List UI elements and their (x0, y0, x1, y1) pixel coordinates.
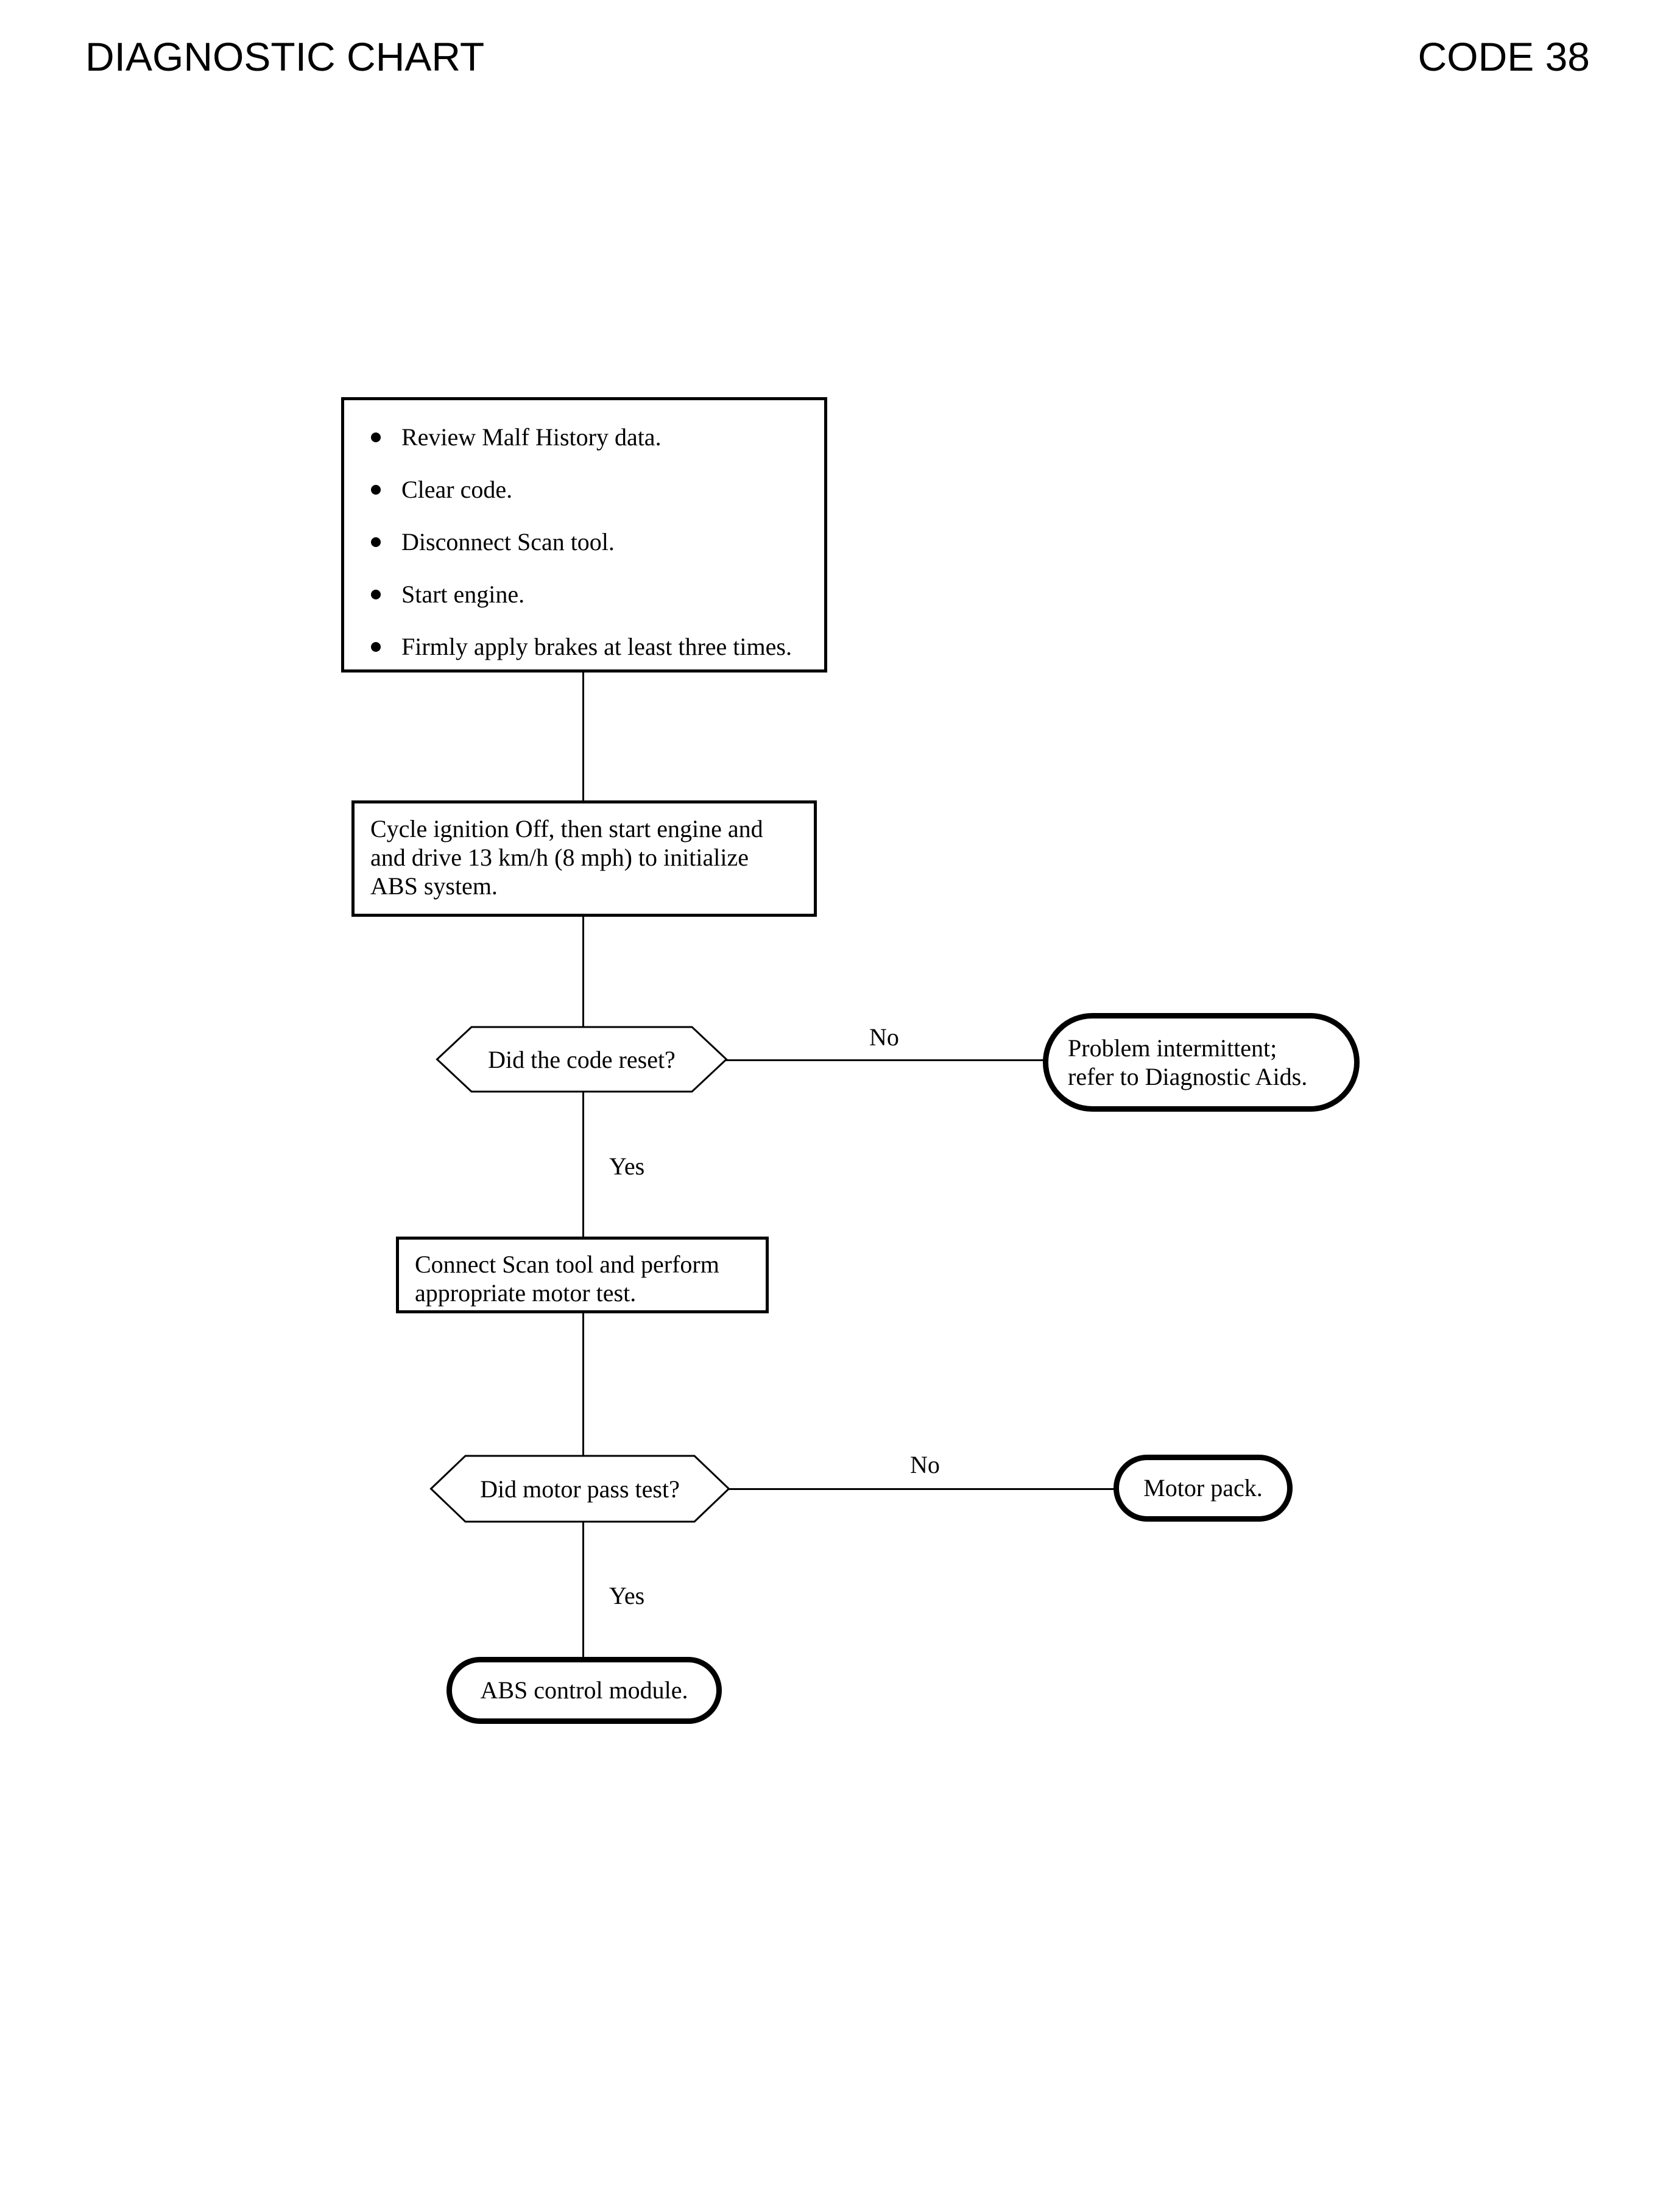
node-scan-tool-test: Connect Scan tool and perform appropriat… (396, 1237, 769, 1313)
list-item-label: Firmly apply brakes at least three times… (401, 633, 792, 660)
list-item: Firmly apply brakes at least three times… (360, 621, 816, 673)
node-motor-test-decision-text: Did motor pass test? (480, 1475, 680, 1503)
node-ignition-cycle-text: Cycle ignition Off, then start engine an… (370, 815, 763, 900)
node-ignition-cycle: Cycle ignition Off, then start engine an… (351, 800, 817, 917)
page-title: DIAGNOSTIC CHART (85, 34, 485, 79)
node-abs-control-module-text: ABS control module. (480, 1676, 688, 1704)
connector-motor-test-no-to-motor-pack (727, 1488, 1117, 1490)
connector-code-reset-no-to-intermittent (725, 1059, 1048, 1061)
branch-label-motor-test-no: No (910, 1451, 940, 1478)
list-item-label: Review Malf History data. (401, 423, 662, 451)
branch-label-code-reset-no: No (869, 1023, 899, 1051)
node-review-steps: Review Malf History data. Clear code. Di… (341, 397, 827, 673)
connector-review-to-ignition (582, 672, 584, 801)
list-item-label: Start engine. (401, 581, 525, 608)
connector-ignition-to-code-reset (582, 916, 584, 1027)
list-item: Review Malf History data. (360, 411, 816, 464)
node-motor-pack-text: Motor pack. (1143, 1474, 1263, 1502)
node-problem-intermittent-text: Problem intermittent; refer to Diagnosti… (1068, 1034, 1308, 1090)
node-scan-tool-test-text: Connect Scan tool and perform appropriat… (415, 1251, 719, 1307)
bullet-icon (371, 485, 381, 495)
node-code-reset-decision-text: Did the code reset? (488, 1045, 676, 1073)
node-problem-intermittent: Problem intermittent; refer to Diagnosti… (1043, 1013, 1360, 1112)
bullet-icon (371, 432, 381, 442)
connector-code-reset-yes-to-scan (582, 1091, 584, 1237)
bullet-icon (371, 537, 381, 547)
list-item-label: Clear code. (401, 476, 513, 503)
node-abs-control-module: ABS control module. (446, 1657, 722, 1724)
code-number: CODE 38 (1417, 34, 1590, 79)
connector-scan-to-motor-test (582, 1313, 584, 1455)
review-steps-list: Review Malf History data. Clear code. Di… (360, 411, 816, 673)
node-motor-test-decision: Did motor pass test? (429, 1455, 730, 1523)
branch-label-motor-test-yes: Yes (609, 1582, 645, 1609)
bullet-icon (371, 590, 381, 599)
bullet-icon (371, 642, 381, 652)
list-item: Clear code. (360, 464, 816, 516)
node-motor-pack: Motor pack. (1114, 1455, 1293, 1522)
node-code-reset-decision: Did the code reset? (436, 1026, 728, 1093)
branch-label-code-reset-yes: Yes (609, 1153, 645, 1180)
list-item: Disconnect Scan tool. (360, 516, 816, 568)
connector-motor-test-yes-to-abs-module (582, 1521, 584, 1658)
list-item-label: Disconnect Scan tool. (401, 528, 615, 556)
list-item: Start engine. (360, 568, 816, 621)
